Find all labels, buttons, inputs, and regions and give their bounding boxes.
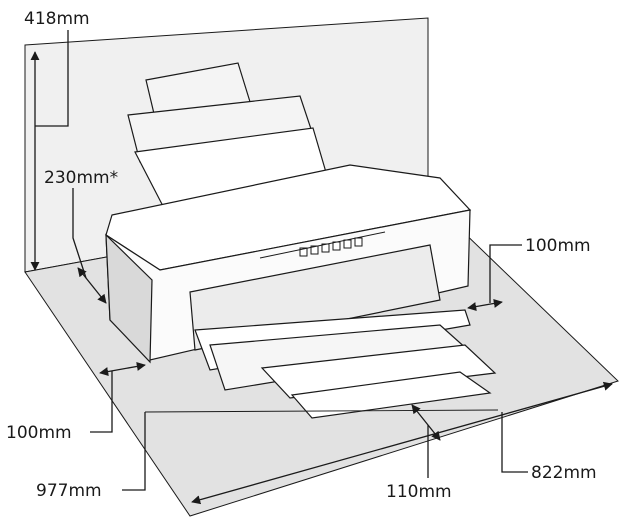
- rear-clearance-arrow: [99, 361, 146, 377]
- width-total-leader: [122, 412, 146, 491]
- floor-front-edge: [144, 409, 499, 413]
- height-clearance-arrow: [77, 267, 107, 304]
- rear-clearance-leader: [90, 371, 113, 433]
- height-clearance-leader: [72, 188, 87, 279]
- side-clearance-leader: [489, 244, 522, 303]
- front-opening: [189, 244, 441, 351]
- label-height-total: 418mm: [24, 9, 90, 29]
- label-height-clearance: 230mm*: [44, 168, 118, 188]
- depth-total-leader: [501, 412, 528, 473]
- control-panel: [299, 237, 363, 257]
- label-depth-total: 822mm: [531, 463, 597, 483]
- label-side-clearance: 100mm: [525, 236, 591, 256]
- side-clearance-arrow: [467, 298, 503, 312]
- printer-left-side: [105, 233, 153, 364]
- height-total-leader: [35, 30, 69, 127]
- label-front-clearance: 110mm: [386, 482, 452, 502]
- label-width-total: 977mm: [36, 481, 102, 501]
- width-total-arrow: [191, 381, 613, 505]
- label-rear-clearance: 100mm: [6, 423, 72, 443]
- dimension-lines: [30, 30, 613, 505]
- dimension-labels: 418mm 230mm* 100mm 100mm 977mm 110mm 822…: [6, 9, 597, 502]
